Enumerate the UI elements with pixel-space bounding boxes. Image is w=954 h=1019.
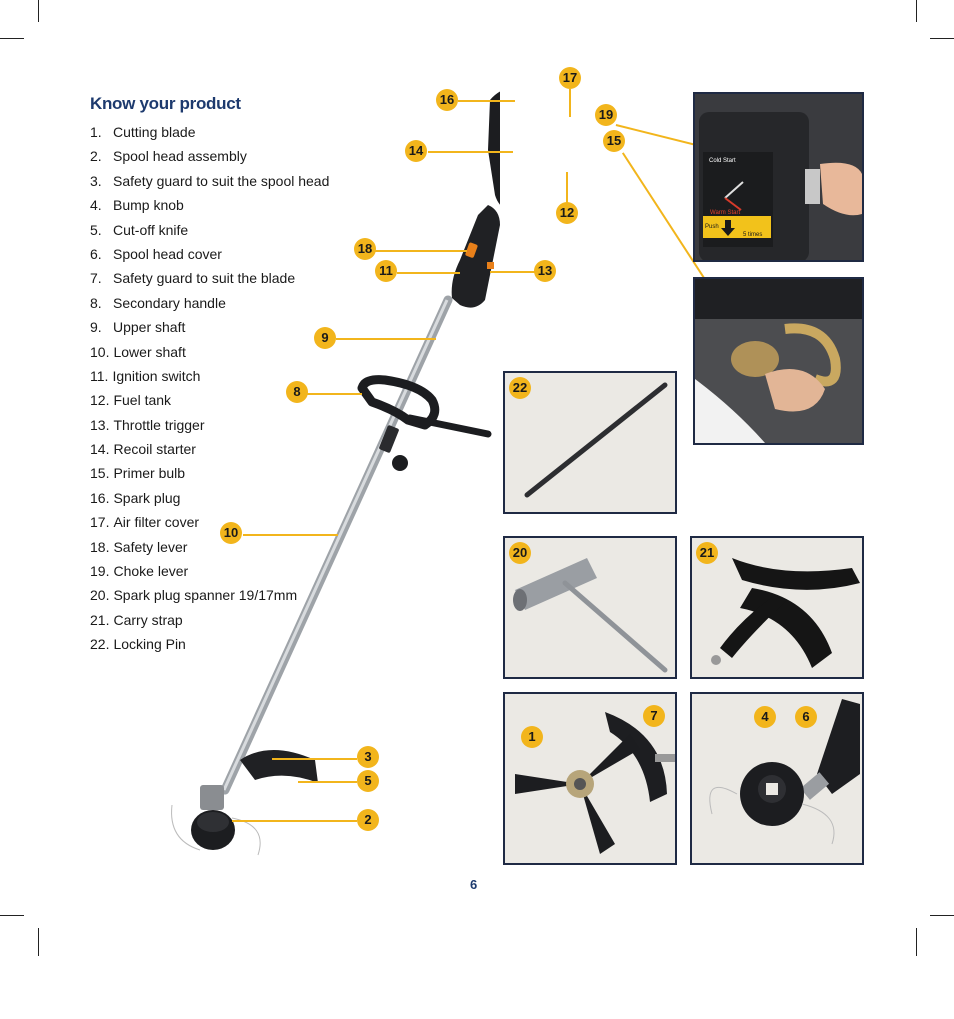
callout-badge: 15 [603, 130, 625, 152]
callout-badge: 13 [534, 260, 556, 282]
choke-lever-photo: Cold Start Warm Start Push 5 times [693, 92, 864, 262]
callout-badge: 4 [754, 706, 776, 728]
list-item: 6.Spool head cover [90, 245, 222, 262]
crop-mark [38, 928, 39, 956]
crop-mark [38, 0, 39, 22]
callout-badge: 11 [375, 260, 397, 282]
list-item: 21.Carry strap [90, 611, 183, 628]
trimmer-illustration [171, 91, 500, 856]
crop-mark [0, 915, 24, 916]
callout-leader [272, 758, 357, 760]
callout-leader [458, 100, 515, 102]
callout-leader [397, 272, 460, 274]
crop-mark [916, 928, 917, 956]
callout-badge: 3 [357, 746, 379, 768]
parts-list: 1.Cutting blade 2.Spool head assembly 3.… [90, 122, 329, 659]
callout-leader [566, 172, 568, 204]
callout-leader [490, 271, 535, 273]
page-title: Know your product [90, 94, 241, 113]
crop-mark [916, 0, 917, 22]
carry-strap-photo [690, 536, 864, 679]
callout-badge: 6 [795, 706, 817, 728]
callout-badge: 10 [220, 522, 242, 544]
list-item: 17.Air filter cover [90, 514, 200, 531]
callout-leader [307, 393, 362, 395]
push-times-label: 5 times [743, 232, 763, 238]
callout-badge: 18 [354, 238, 376, 260]
list-item: 8.Secondary handle [90, 294, 226, 311]
list-item: 3.Safety guard to suit the spool head [90, 172, 330, 189]
callout-badge: 1 [521, 726, 543, 748]
callout-badge: 9 [314, 327, 336, 349]
list-item: 22.Locking Pin [90, 636, 186, 653]
callout-leader [243, 534, 338, 536]
list-item: 15.Primer bulb [90, 465, 186, 482]
callout-badge: 16 [436, 89, 458, 111]
callout-badge: 8 [286, 381, 308, 403]
list-item: 20.Spark plug spanner 19/17mm [90, 587, 298, 604]
list-item: 14.Recoil starter [90, 441, 196, 458]
list-item: 2.Spool head assembly [90, 148, 247, 165]
list-item: 7.Safety guard to suit the blade [90, 270, 296, 287]
callout-leader [428, 151, 513, 153]
callout-badge: 14 [405, 140, 427, 162]
callout-badge: 17 [559, 67, 581, 89]
callout-leader [298, 781, 357, 783]
warm-start-label: Warm Start [710, 210, 741, 216]
crop-mark [930, 915, 954, 916]
list-item: 1.Cutting blade [90, 124, 196, 140]
crop-mark [0, 38, 24, 39]
cutting-blade-photo [503, 692, 677, 865]
callout-badge: 2 [357, 809, 379, 831]
list-item: 13.Throttle trigger [90, 416, 205, 433]
list-item: 9.Upper shaft [90, 319, 186, 336]
cold-start-label: Cold Start [709, 158, 736, 164]
callout-leader [336, 338, 436, 340]
callout-badge: 22 [509, 377, 531, 399]
callout-badge: 20 [509, 542, 531, 564]
spool-head-photo [690, 692, 864, 865]
callout-badge: 21 [696, 542, 718, 564]
callout-leader [375, 250, 467, 252]
list-item: 10.Lower shaft [90, 343, 186, 360]
callout-badge: 7 [643, 705, 665, 727]
page-number: 6 [470, 877, 478, 892]
list-item: 4.Bump knob [90, 197, 184, 214]
callout-badge: 19 [595, 104, 617, 126]
push-label: Push [705, 224, 719, 230]
list-item: 12.Fuel tank [90, 392, 172, 409]
callout-leader [232, 820, 357, 822]
list-item: 16.Spark plug [90, 489, 181, 506]
spark-plug-spanner-photo [503, 536, 677, 679]
crop-mark [930, 38, 954, 39]
list-item: 5.Cut-off knife [90, 221, 189, 238]
locking-pin-photo [503, 371, 677, 514]
list-item: 18.Safety lever [90, 538, 188, 555]
list-item: 19.Choke lever [90, 563, 189, 580]
callout-badge: 5 [357, 770, 379, 792]
callout-badge: 12 [556, 202, 578, 224]
list-item: 11.Ignition switch [90, 367, 201, 384]
primer-bulb-photo [693, 277, 864, 445]
callout-leader [569, 89, 571, 117]
